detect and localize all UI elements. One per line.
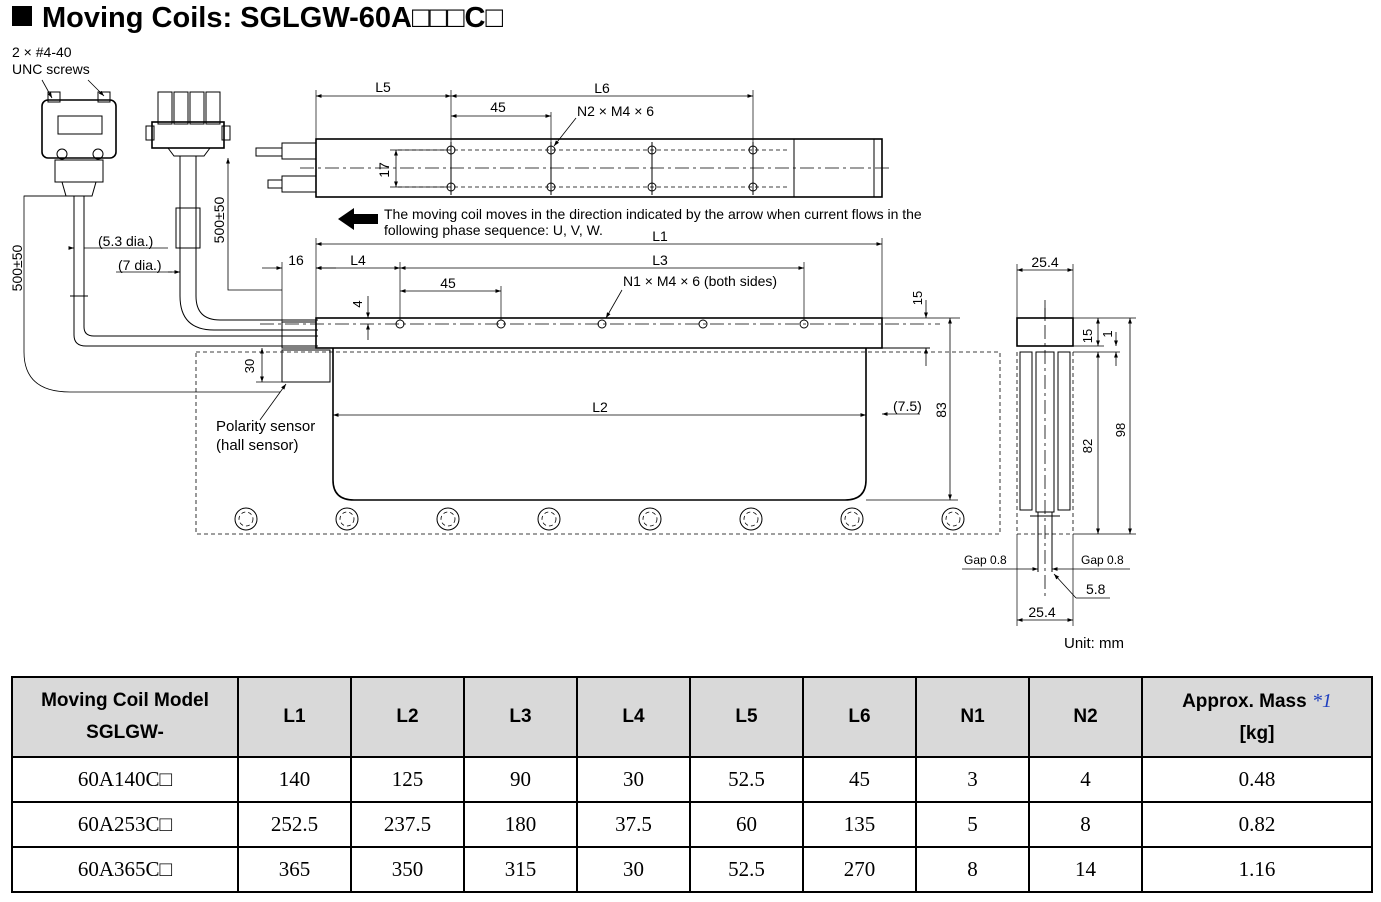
- cell-mass: 0.48: [1141, 756, 1373, 803]
- cell-l4: 30: [576, 756, 691, 803]
- cable-length-left-label: 500±50: [9, 244, 25, 291]
- title-text: Moving Coils: SGLGW-60A□□□C□: [42, 2, 503, 34]
- cell-n2: 4: [1028, 756, 1143, 803]
- cell-l5: 52.5: [689, 846, 804, 893]
- cell-l6: 135: [802, 801, 917, 848]
- header-l4: L4: [576, 676, 691, 758]
- cell-l5: 60: [689, 801, 804, 848]
- direction-text-line1: The moving coil moves in the direction i…: [384, 206, 922, 222]
- cell-l2: 125: [350, 756, 465, 803]
- screws-label-line1: 2 × #4-40: [12, 44, 72, 60]
- cell-l4: 37.5: [576, 801, 691, 848]
- cell-l2: 350: [350, 846, 465, 893]
- screws-label-line2: UNC screws: [12, 61, 90, 77]
- n1-holes-label: N1 × M4 × 6 (both sides): [623, 273, 777, 289]
- cell-l1: 365: [237, 846, 352, 893]
- encoder-connector: [41, 91, 117, 197]
- dimension-drawing: 500±50 500±50 (5.3 dia.) (7 dia.) 2 × #4…: [9, 44, 1136, 652]
- header-l1: L1: [237, 676, 352, 758]
- dim-30-label: 30: [242, 359, 257, 373]
- cell-l6: 270: [802, 846, 917, 893]
- cell-n1: 5: [915, 801, 1030, 848]
- direction-arrow-icon: [338, 208, 378, 230]
- cell-n2: 14: [1028, 846, 1143, 893]
- cell-l1: 140: [237, 756, 352, 803]
- l6-label: L6: [594, 80, 610, 96]
- cell-mass: 1.16: [1141, 846, 1373, 893]
- gap-left-label: Gap 0.8: [964, 553, 1007, 567]
- polarity-sensor-label-line2: (hall sensor): [216, 437, 299, 454]
- l2-label: L2: [592, 399, 608, 415]
- cable-length-mid-label: 500±50: [211, 196, 227, 243]
- cell-l1: 252.5: [237, 801, 352, 848]
- cell-l6: 45: [802, 756, 917, 803]
- dim-83-label: 83: [933, 402, 949, 418]
- side-98-label: 98: [1113, 423, 1128, 437]
- magnetic-way-outline: [195, 351, 1001, 535]
- side-1-label: 1: [1100, 330, 1115, 337]
- cell-l3: 180: [463, 801, 578, 848]
- side-25-4-top-label: 25.4: [1031, 254, 1058, 270]
- polarity-sensor-label-line1: Polarity sensor: [216, 418, 315, 435]
- square-bullet-icon: [12, 6, 32, 26]
- cell-l4: 30: [576, 846, 691, 893]
- unit-label: Unit: mm: [1064, 635, 1124, 652]
- side-view: [1016, 300, 1074, 600]
- cell-n1: 8: [915, 846, 1030, 893]
- dim-16-label: 16: [288, 252, 304, 268]
- header-mass: Approx. Mass *1[kg]: [1141, 676, 1373, 758]
- cell-l5: 52.5: [689, 756, 804, 803]
- header-l5: L5: [689, 676, 804, 758]
- page-title: Moving Coils: SGLGW-60A□□□C□: [12, 2, 503, 35]
- header-n1: N1: [915, 676, 1030, 758]
- dim-17-label: 17: [376, 162, 392, 178]
- power-connector: [145, 91, 231, 157]
- cell-n1: 3: [915, 756, 1030, 803]
- header-l3: L3: [463, 676, 578, 758]
- cell-n2: 8: [1028, 801, 1143, 848]
- side-15-label: 15: [1080, 329, 1095, 343]
- dim-45-top-label: 45: [490, 99, 506, 115]
- table-row: 60A253C□ 252.5 237.5 180 37.5 60 135 5 8…: [11, 801, 1373, 848]
- dim-15-front-label: 15: [910, 291, 925, 305]
- header-l6: L6: [802, 676, 917, 758]
- table-row: 60A140C□ 140 125 90 30 52.5 45 3 4 0.48: [11, 756, 1373, 803]
- top-view-coil: [255, 138, 890, 198]
- magnetic-way-bolts: [234, 507, 965, 531]
- dim-4-label: 4: [350, 300, 365, 307]
- cell-model: 60A365C□: [11, 846, 239, 893]
- cable-7-label: (7 dia.): [118, 257, 162, 273]
- encoder-cable: [70, 196, 318, 347]
- l3-label: L3: [652, 252, 668, 268]
- table-row: 60A365C□ 365 350 315 30 52.5 270 8 14 1.…: [11, 846, 1373, 893]
- header-l2: L2: [350, 676, 465, 758]
- l5-label: L5: [375, 79, 391, 95]
- cell-model: 60A253C□: [11, 801, 239, 848]
- n2-holes-label: N2 × M4 × 6: [577, 103, 654, 119]
- cell-l2: 237.5: [350, 801, 465, 848]
- cell-model: 60A140C□: [11, 756, 239, 803]
- l4-label: L4: [350, 252, 366, 268]
- side-25-4-bottom-label: 25.4: [1028, 604, 1055, 620]
- dim-45-mid-label: 45: [440, 275, 456, 291]
- cell-l3: 90: [463, 756, 578, 803]
- cell-l3: 315: [463, 846, 578, 893]
- mass-footnote-link[interactable]: *1: [1311, 689, 1332, 712]
- gap-right-label: Gap 0.8: [1081, 553, 1124, 567]
- dim-7-5-label: (7.5): [893, 398, 922, 414]
- direction-text-line2: following phase sequence: U, V, W.: [384, 222, 603, 238]
- cell-mass: 0.82: [1141, 801, 1373, 848]
- power-cable: [175, 156, 318, 331]
- l1-label: L1: [652, 228, 668, 244]
- side-5-8-label: 5.8: [1086, 581, 1106, 597]
- cable-5-3-label: (5.3 dia.): [98, 233, 153, 249]
- side-82-label: 82: [1080, 439, 1095, 453]
- header-n2: N2: [1028, 676, 1143, 758]
